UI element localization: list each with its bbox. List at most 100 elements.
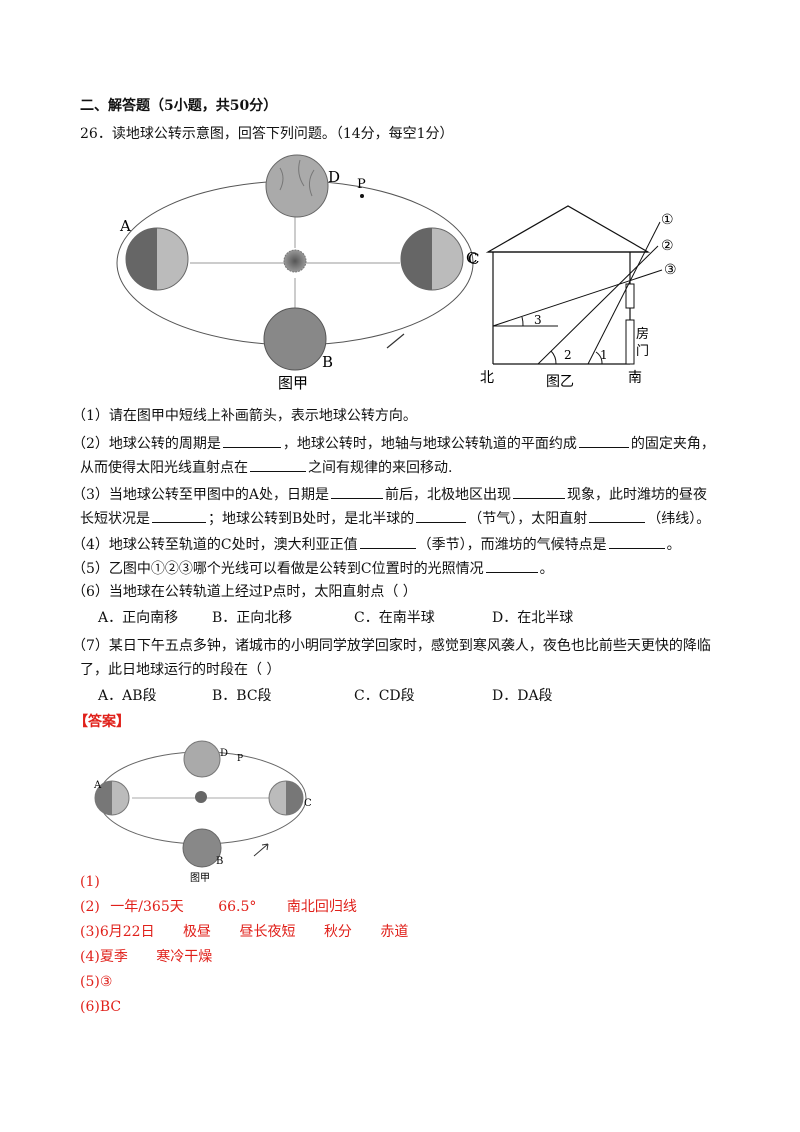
q2-text-c: 的固定夹角， [630, 436, 715, 452]
answer-label-1: (1) [80, 874, 100, 890]
q3-text-g: （纬线）。 [647, 511, 711, 527]
q6-option-a[interactable]: A．正向南移 [98, 610, 179, 626]
q2-text-b: ，地球公转时，地轴与地球公转轨道的平面约成 [282, 436, 577, 452]
q2-blank-1[interactable] [222, 433, 281, 448]
q2-line2: 从而使得太阳光线直射点在之间有规律的来回移动. [80, 457, 452, 478]
answer-2-2: 66.5° [218, 899, 257, 915]
label-angle-2: 2 [564, 348, 572, 362]
label-door-1: 房 [636, 326, 649, 342]
earth-b [263, 307, 327, 371]
q3-blank-1[interactable] [331, 484, 384, 499]
answer-earth-d [183, 740, 221, 778]
earth-d [265, 154, 329, 218]
ray-1 [587, 221, 661, 365]
answer-4-1: 夏季 [99, 949, 128, 965]
figure-house: ① ② ③ C 1 2 3 房 门 北 图乙 南 [468, 205, 677, 390]
q3-blank-2[interactable] [513, 484, 566, 499]
answer-2-1: 一年/365天 [110, 899, 184, 915]
label-angle-1: 1 [600, 348, 608, 362]
sun [283, 249, 307, 273]
q4-blank-1[interactable] [359, 534, 416, 549]
answer-sun [195, 791, 207, 803]
answer-line-1: (1) [80, 872, 100, 892]
q2-blank-3[interactable] [250, 457, 306, 472]
answer-3-2: 极昼 [183, 924, 212, 940]
label-north: 北 [480, 370, 494, 386]
label-r2: ② [661, 238, 674, 254]
earth-a [125, 227, 189, 291]
answer-3-4: 秋分 [323, 924, 352, 940]
q7-option-b[interactable]: B．BC段 [212, 688, 272, 704]
ray-3 [492, 269, 663, 327]
answer-3-3: 昼长夜短 [239, 924, 296, 940]
label-door-2: 门 [636, 344, 649, 359]
q3-text-b: 前后，北极地区出现 [385, 487, 512, 503]
label-d: D [328, 168, 340, 186]
answer-4-2: 寒冷干燥 [156, 949, 213, 965]
q3-text-e: ；地球公转到B处时，是北半球的 [208, 511, 415, 527]
q7-option-a[interactable]: A．AB段 [98, 688, 157, 704]
figure-orbit: D P A C B 图甲 [116, 154, 477, 392]
q3-line1: （3）当地球公转至甲图中的A处，日期是前后，北极地区出现现象，此时潍坊的昼夜 [72, 484, 707, 505]
question-stem: 26．读地球公转示意图，回答下列问题。（14分，每空1分） [80, 126, 454, 142]
answer-line-4: (4)夏季 寒冷干燥 [80, 947, 212, 967]
q4-text-c: 。 [666, 537, 681, 553]
answer-fig-caption: 图甲 [190, 872, 210, 884]
q6-option-c[interactable]: C．在南半球 [354, 610, 435, 626]
answer-label-4: (4) [80, 949, 100, 965]
direction-short-line [386, 333, 405, 349]
answer-label-5: (5) [80, 974, 100, 990]
answer-arrow [253, 843, 269, 857]
q6-option-b[interactable]: B．正向北移 [212, 610, 293, 626]
answer-earth-a-shade [95, 781, 112, 815]
label-r3: ③ [664, 262, 677, 278]
q4-text-b: （季节），而潍坊的气候特点是 [417, 537, 607, 553]
earth-c [400, 227, 464, 291]
ray-2 [537, 245, 659, 365]
q3-line2: 长短状况是；地球公转到B处时，是北半球的（节气），太阳直射（纬线）。 [80, 508, 710, 529]
q3-blank-3[interactable] [152, 508, 206, 523]
label-p: P [357, 177, 366, 192]
q6-option-d[interactable]: D．在北半球 [492, 610, 574, 626]
q4-line: （4）地球公转至轨道的C处时，澳大利亚正值 （季节），而潍坊的气候特点是 。 [72, 534, 681, 555]
answer-label-b: B [216, 856, 223, 867]
angle-arc-1 [595, 351, 603, 365]
answer-earth-b [182, 828, 222, 868]
q4-text-a: （4）地球公转至轨道的C处时，澳大利亚正值 [72, 537, 358, 553]
point-p [360, 194, 364, 198]
answer-line-5: (5)③ [80, 972, 112, 992]
answer-earth-c-shade [286, 781, 303, 815]
fig2-caption: 图乙 [546, 374, 574, 390]
answer-3-5: 赤道 [380, 924, 409, 940]
answer-line-2: (2) 一年/365天 66.5° 南北回归线 [80, 897, 357, 917]
section-title: 二、解答题（5小题，共50分） [80, 98, 278, 114]
answer-label-d: D [220, 748, 228, 759]
label-c-house: C [468, 250, 479, 268]
q5-line: （5）乙图中①②③哪个光线可以看做是公转到C位置时的光照情况 。 [72, 558, 554, 579]
q5-blank-1[interactable] [485, 558, 538, 573]
q3-text-a: （3）当地球公转至甲图中的A处，日期是 [72, 487, 330, 503]
angle-arc-3 [521, 316, 524, 327]
house-roof [485, 205, 651, 253]
q7-line2: 了，此日地球运行的时段在（ ） [80, 662, 281, 678]
answer-label-2: (2) [80, 899, 100, 915]
label-c: C [466, 249, 477, 267]
q4-blank-2[interactable] [608, 534, 665, 549]
q7-option-c[interactable]: C．CD段 [354, 688, 415, 704]
answer-2-3: 南北回归线 [286, 899, 357, 915]
q7-option-d[interactable]: D．DA段 [492, 688, 553, 704]
window [625, 283, 635, 309]
q6: （6）当地球在公转轨道上经过P点时，太阳直射点（ ） [72, 584, 417, 600]
q3-blank-5[interactable] [589, 508, 646, 523]
label-angle-3: 3 [534, 313, 542, 327]
q1: （1）请在图甲中短线上补画箭头，表示地球公转方向。 [72, 408, 417, 424]
q3-text-f: （节气），太阳直射 [468, 511, 588, 527]
q3-blank-4[interactable] [416, 508, 467, 523]
q5-text-a: （5）乙图中①②③哪个光线可以看做是公转到C位置时的光照情况 [72, 561, 484, 577]
answer-3-1: 6月22日 [99, 924, 155, 940]
q5-text-b: 。 [539, 561, 554, 577]
answer-label-p: P [237, 754, 243, 764]
q2-blank-2[interactable] [578, 433, 629, 448]
answer-label-c: C [304, 798, 312, 809]
